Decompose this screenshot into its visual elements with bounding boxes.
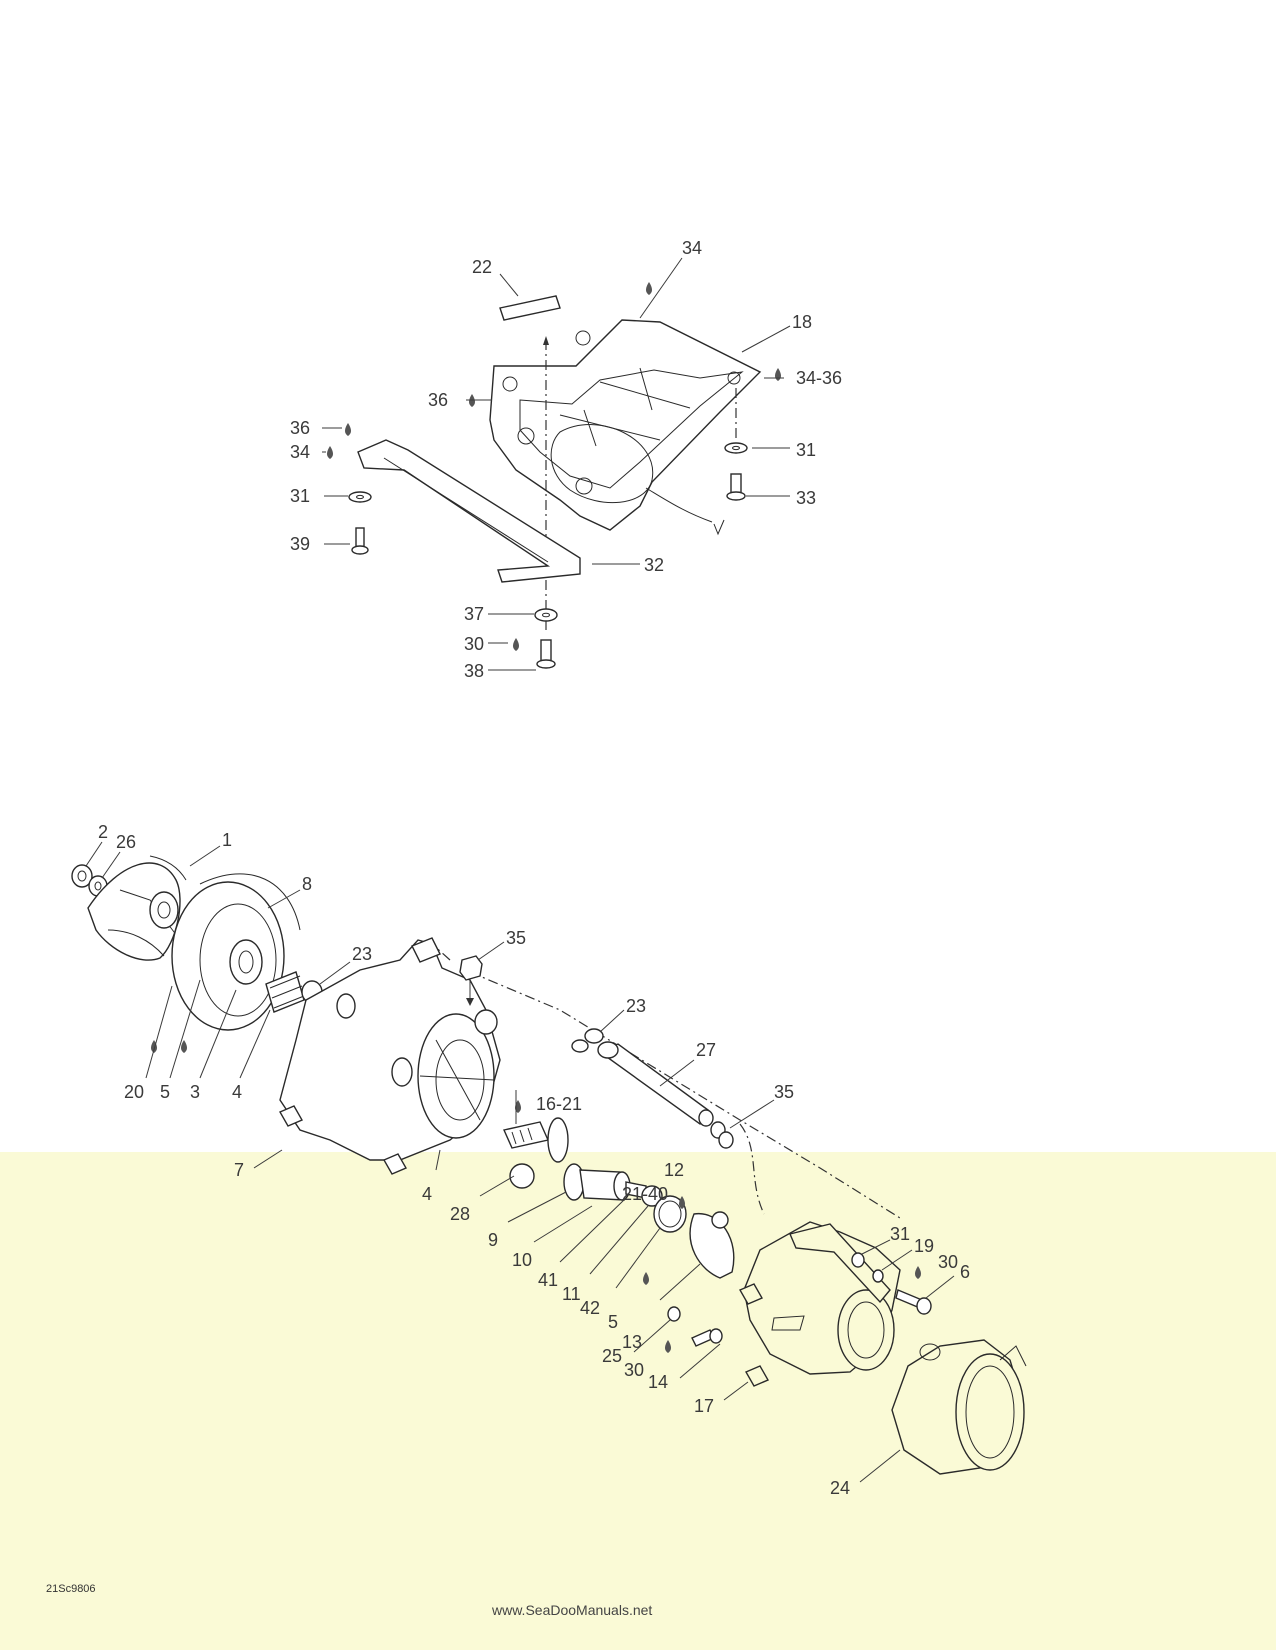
label-2: 2 — [98, 822, 108, 842]
part-39-screw — [355, 527, 365, 549]
part-4-sleeve — [265, 971, 305, 1013]
part-28-cap — [509, 1163, 535, 1189]
label-6: 6 — [960, 1262, 970, 1282]
part-33-screw — [730, 473, 742, 495]
part-22-block — [499, 295, 561, 321]
document-code: 21Sc9806 — [46, 1583, 96, 1595]
label-24: 24 — [830, 1478, 850, 1498]
label-13: 13 — [622, 1332, 642, 1352]
label-36-left: 36 — [290, 418, 310, 438]
label-34-left: 34 — [290, 442, 310, 462]
label-41: 41 — [538, 1270, 558, 1290]
label-17: 17 — [694, 1396, 714, 1416]
label-33: 33 — [796, 488, 816, 508]
label-8: 8 — [302, 874, 312, 894]
part-7-pump-housing — [279, 937, 501, 1175]
label-20: 20 — [124, 1082, 144, 1102]
label-4: 4 — [232, 1082, 242, 1102]
label-23: 23 — [352, 944, 372, 964]
label-7: 7 — [234, 1160, 244, 1180]
label-31-lower: 31 — [890, 1224, 910, 1244]
label-3: 3 — [190, 1082, 200, 1102]
label-31-left: 31 — [290, 486, 310, 506]
label-30-lower: 30 — [624, 1360, 644, 1380]
jet-pump-assembly: 2 26 1 8 23 35 23 27 35 20 5 3 4 16-21 7… — [71, 822, 1027, 1498]
label-36: 36 — [428, 390, 448, 410]
part-8-wear-ring — [171, 873, 301, 1031]
label-39: 39 — [290, 534, 310, 554]
website-url: www.SeaDooManuals.net — [492, 1602, 653, 1618]
label-31-right: 31 — [796, 440, 816, 460]
part-31-washer-right — [724, 442, 748, 454]
part-35-nut — [459, 955, 483, 1006]
label-23-right: 23 — [626, 996, 646, 1016]
part-19-washer — [872, 1269, 884, 1283]
label-4-lower: 4 — [422, 1184, 432, 1204]
part-27-tube — [597, 1041, 714, 1127]
part-31-washer — [348, 491, 372, 503]
part-12-cap — [711, 1211, 729, 1229]
label-26: 26 — [116, 832, 136, 852]
ride-plate-assembly: 22 34 18 34-36 36 36 34 31 31 33 39 32 3… — [290, 238, 842, 681]
part-23-bushing-right — [571, 1039, 589, 1053]
part-2-nut — [71, 864, 93, 888]
label-18: 18 — [792, 312, 812, 332]
part-11-nut — [641, 1185, 663, 1207]
part-1-impeller — [87, 855, 187, 961]
label-27: 27 — [696, 1040, 716, 1060]
label-37: 37 — [464, 604, 484, 624]
part-25-washer — [667, 1306, 681, 1322]
label-5-lower: 5 — [608, 1312, 618, 1332]
label-11: 11 — [562, 1284, 581, 1304]
label-16-21: 16-21 — [536, 1094, 582, 1114]
label-12: 12 — [664, 1160, 684, 1180]
label-32: 32 — [644, 555, 664, 575]
label-25: 25 — [602, 1346, 622, 1366]
label-42: 42 — [580, 1298, 600, 1318]
label-21-40: 21-40 — [622, 1184, 668, 1204]
label-1: 1 — [222, 830, 232, 850]
label-5: 5 — [160, 1082, 170, 1102]
label-10: 10 — [512, 1250, 532, 1270]
label-28: 28 — [450, 1204, 470, 1224]
label-14: 14 — [648, 1372, 668, 1392]
label-34-36: 34-36 — [796, 368, 842, 388]
part-18-ride-plate — [489, 319, 762, 536]
label-34: 34 — [682, 238, 702, 258]
part-38-screw — [540, 639, 552, 663]
part-31-washer-lower — [851, 1252, 865, 1268]
lower-tint-band — [0, 1152, 1276, 1650]
label-19: 19 — [914, 1236, 934, 1256]
part-16-drive-shaft — [503, 1117, 569, 1163]
part-37-washer — [534, 608, 558, 622]
label-38: 38 — [464, 661, 484, 681]
label-35-right: 35 — [774, 1082, 794, 1102]
label-30-right: 30 — [938, 1252, 958, 1272]
part-24-nozzle — [891, 1339, 1027, 1475]
label-35: 35 — [506, 928, 526, 948]
label-22: 22 — [472, 257, 492, 277]
part-32-bracket — [357, 439, 581, 583]
label-9: 9 — [488, 1230, 498, 1250]
label-30: 30 — [464, 634, 484, 654]
